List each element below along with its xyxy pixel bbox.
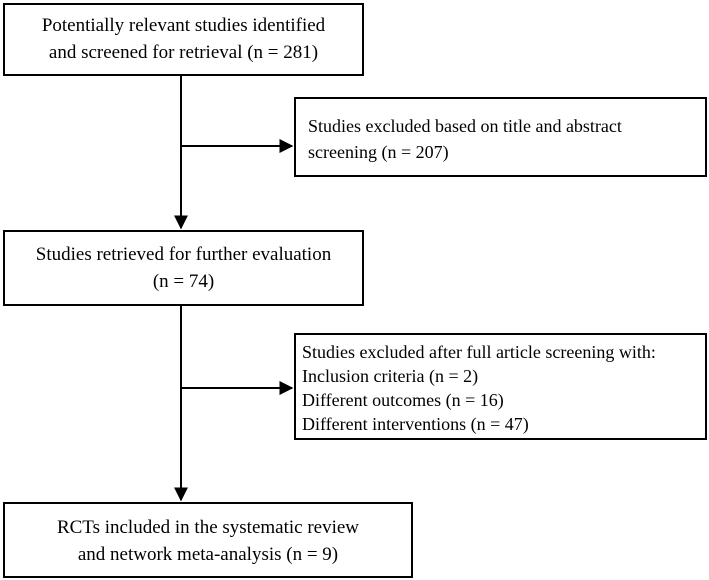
box-rcts-included: RCTs included in the systematic review a… bbox=[3, 502, 413, 578]
box-excluded-title-abstract: Studies excluded based on title and abst… bbox=[294, 97, 707, 177]
box-studies-retrieved-line-1: Studies retrieved for further evaluation bbox=[35, 244, 332, 265]
box-studies-identified-line-1: Potentially relevant studies identified bbox=[41, 15, 326, 36]
box-studies-retrieved: Studies retrieved for further evaluation… bbox=[3, 230, 364, 306]
box-studies-identified: Potentially relevant studies identified … bbox=[3, 3, 364, 76]
box-excluded-full-article-line-2: Inclusion criteria (n = 2) bbox=[302, 366, 479, 386]
box-excluded-full-article: Studies excluded after full article scre… bbox=[294, 333, 707, 440]
box-excluded-title-abstract-line-1: Studies excluded based on title and abst… bbox=[308, 116, 622, 136]
box-excluded-full-article-line-1: Studies excluded after full article scre… bbox=[302, 342, 656, 362]
box-studies-retrieved-line-2: (n = 74) bbox=[152, 271, 215, 292]
box-rcts-included-line-1: RCTs included in the systematic review bbox=[56, 517, 360, 538]
box-excluded-full-article-line-4: Different interventions (n = 47) bbox=[302, 414, 529, 434]
box-excluded-title-abstract-line-2: screening (n = 207) bbox=[308, 142, 449, 162]
box-rcts-included-line-2: and network meta-analysis (n = 9) bbox=[77, 544, 339, 565]
box-studies-identified-line-2: and screened for retrieval (n = 281) bbox=[48, 42, 319, 63]
box-excluded-full-article-line-3: Different outcomes (n = 16) bbox=[302, 390, 504, 410]
